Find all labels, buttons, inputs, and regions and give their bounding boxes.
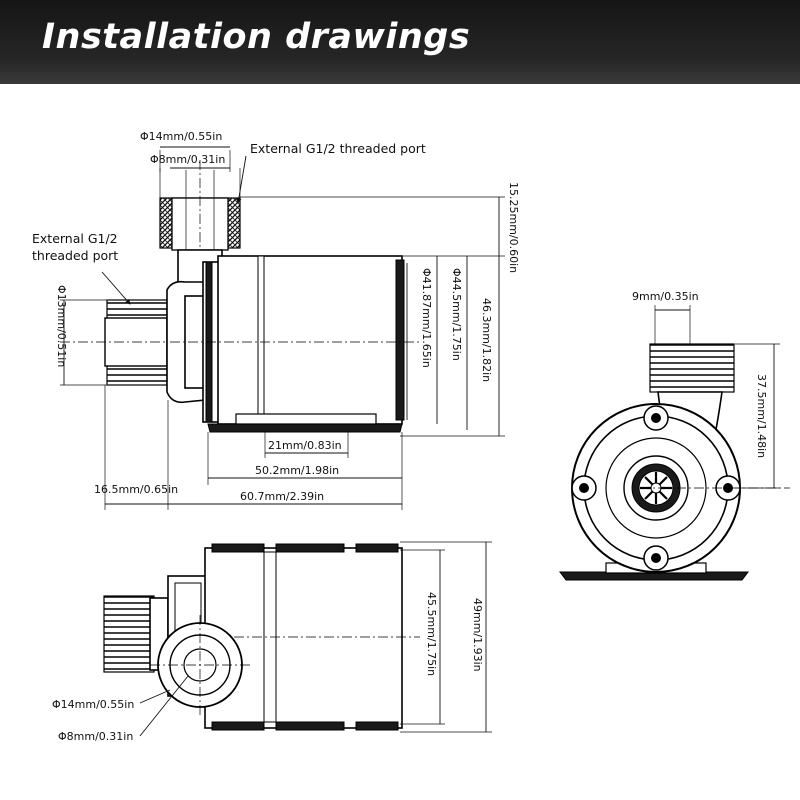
label-inlet-length: 16.5mm/0.65in [94, 483, 178, 496]
label-top-outer-dia: Φ14mm/0.55in [52, 698, 134, 711]
label-outlet-thread: External G1/2 threaded port [250, 141, 426, 156]
front-view-drawing [559, 305, 790, 581]
label-top-inner-dia: Φ8mm/0.31in [58, 730, 133, 743]
label-total-length: 60.7mm/2.39in [240, 490, 324, 503]
label-outlet-inner: Φ8mm/0.31in [150, 153, 225, 166]
label-body-dia-outer: Φ44.5mm/1.75in [450, 268, 463, 361]
page-title: Installation drawings [42, 17, 471, 57]
label-inlet-thread-line1: External G1/2 [32, 231, 118, 246]
label-front-outlet-height: 37.5mm/1.48in [755, 374, 768, 458]
label-outlet-outer: Φ14mm/0.55in [140, 130, 222, 143]
label-top-body-height: 45.5mm/1.75in [425, 592, 438, 676]
label-base-width: 21mm/0.83in [268, 439, 342, 452]
side-view-drawing [60, 146, 505, 510]
label-body-dia-inner: Φ41.87mm/1.65in [420, 268, 433, 368]
label-body-length: 50.2mm/1.98in [255, 464, 339, 477]
label-top-total-height: 49mm/1.93in [471, 598, 484, 672]
top-view-drawing [103, 541, 492, 737]
label-inlet-dia: Φ13mm/0.51in [55, 285, 68, 367]
label-front-outlet-width: 9mm/0.35in [632, 290, 699, 303]
header-bar: Installation drawings [0, 0, 800, 84]
label-outlet-height: 15.25mm/0.60in [507, 182, 520, 273]
label-inlet-thread-line2: threaded port [32, 248, 118, 263]
label-total-height: 46.3mm/1.82in [480, 298, 493, 382]
